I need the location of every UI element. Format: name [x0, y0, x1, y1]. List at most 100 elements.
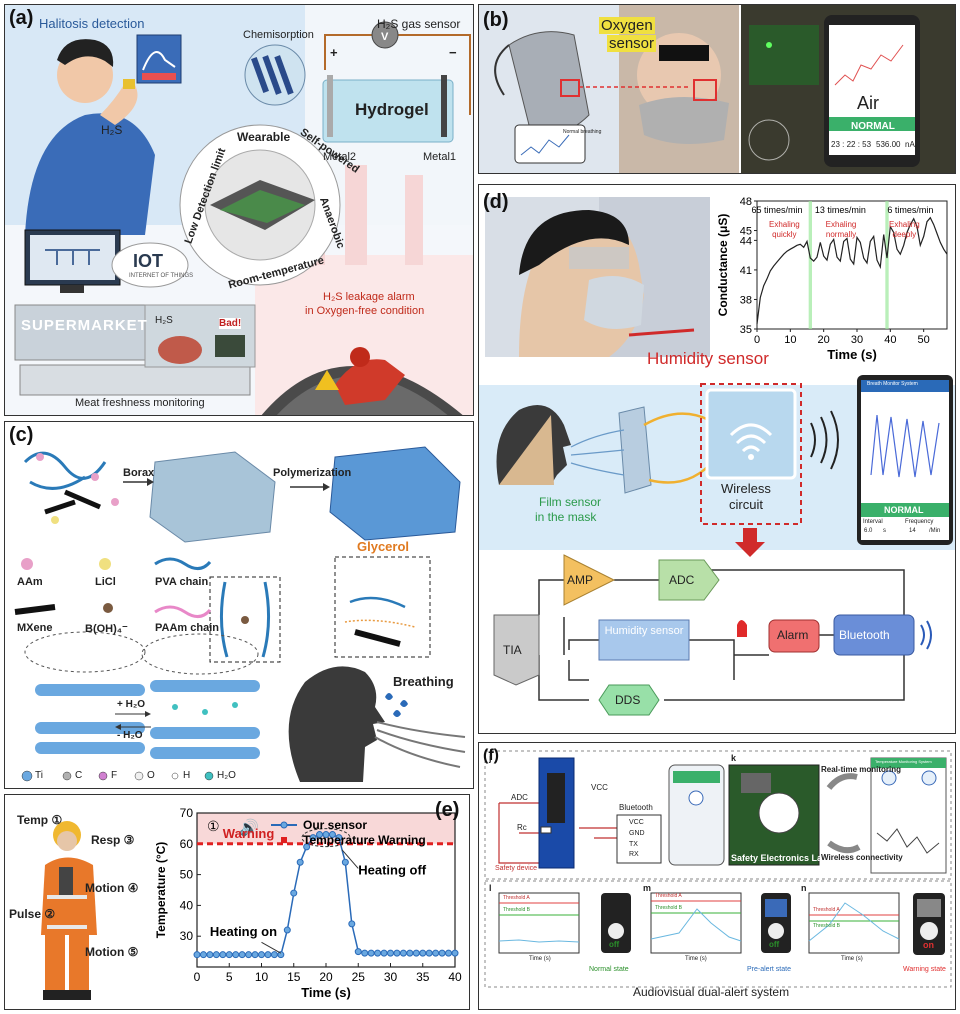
- heating-on-annotation: Heating on: [210, 924, 277, 939]
- highlight-band: [808, 201, 812, 329]
- sensor-point: [451, 949, 459, 957]
- atom-f: F: [111, 770, 118, 781]
- signal-waves: [810, 410, 839, 470]
- firefighter-figure: [335, 359, 405, 405]
- y-tick-label: 35: [740, 324, 752, 336]
- sensor-marker-right: [693, 79, 717, 101]
- sensor-point: [393, 949, 401, 957]
- pin-vcc: VCC: [629, 819, 644, 826]
- current-readout: 536.00: [876, 140, 901, 149]
- y-tick-label: 40: [180, 898, 194, 912]
- sensor-point: [212, 951, 220, 959]
- block-tia-label: TIA: [503, 643, 522, 657]
- sensor-point: [258, 951, 265, 959]
- leak-alarm-line1: H₂S leakage alarm: [323, 291, 415, 303]
- sensor-point: [309, 834, 317, 842]
- plus-h2o-label: + H₂O: [117, 699, 146, 710]
- legend-licl-marker: [99, 558, 111, 570]
- head-silhouette: [288, 666, 385, 782]
- panel-d-label: (d): [483, 191, 509, 213]
- metal1-label: Metal1: [423, 151, 457, 163]
- sensor-marker-left: [560, 79, 580, 97]
- sensor-point: [445, 949, 453, 957]
- humidity-block: [598, 619, 690, 661]
- x-tick-label: 0: [754, 334, 760, 346]
- heating-on-arrow: [261, 941, 282, 954]
- atom-f-marker: [98, 771, 108, 781]
- motion5-label: Motion ⑤: [85, 945, 139, 959]
- pin-gnd: GND: [629, 830, 645, 837]
- normal-state-label: Normal state: [589, 966, 629, 973]
- current-unit: nA: [905, 140, 915, 149]
- legend-aam: AAm: [17, 576, 43, 588]
- atom-c: C: [75, 770, 83, 781]
- film-sensor: [618, 406, 652, 494]
- x-tick-label: 10: [255, 970, 269, 984]
- sensor-point: [270, 951, 278, 959]
- y-tick-label: 45: [740, 226, 752, 238]
- film-sensor-line1: Film sensor: [539, 495, 602, 509]
- metal2-label: Metal2: [323, 151, 357, 163]
- sensor-point: [348, 920, 356, 928]
- x-tick-label: 30: [384, 970, 398, 984]
- exhale-annotation-line2: deeply: [893, 230, 917, 239]
- normal-breathing-label: Normal breathing: [563, 129, 602, 135]
- off-m: off: [769, 940, 780, 949]
- phone-app: [668, 764, 725, 866]
- rate-annotation: 6 times/min: [887, 205, 933, 215]
- mxene-zoom-left: [24, 631, 146, 673]
- atom-o-marker: [134, 771, 144, 781]
- pulse-label: Pulse ②: [9, 907, 56, 921]
- breathing-phone: [514, 124, 586, 164]
- voltmeter: [371, 21, 399, 49]
- time-l: Time (s): [529, 956, 551, 962]
- sub-j: j: [489, 753, 492, 763]
- x-tick-label: 10: [784, 334, 796, 346]
- atom-ti: Ti: [35, 770, 43, 781]
- legend-pva: PVA chain: [155, 576, 209, 588]
- legend-sensor-label: Our sensor: [303, 818, 367, 832]
- sub-l: l: [489, 883, 492, 893]
- meat-freshness-label: Meat freshness monitoring: [75, 397, 205, 409]
- legend-sensor-marker: [280, 821, 288, 829]
- app-frequency-value: 14: [909, 528, 916, 534]
- heating-off-annotation: Heating off: [358, 863, 427, 878]
- sensor-point: [432, 949, 440, 957]
- x-axis-label: Time (s): [827, 347, 877, 362]
- pin-rx: RX: [629, 851, 639, 858]
- legend-paam-marker: [154, 605, 212, 618]
- rc-label: Rc: [517, 823, 527, 832]
- privacy-bar: [659, 45, 709, 61]
- x-axis-label: Time (s): [301, 985, 351, 1000]
- breath-lines: [374, 721, 466, 768]
- x-tick-label: 35: [416, 970, 430, 984]
- x-tick-label: 40: [884, 334, 896, 346]
- x-tick-label: 30: [851, 334, 863, 346]
- panel-f-label: (f): [483, 747, 499, 764]
- x-tick-label: 15: [287, 970, 301, 984]
- y-axis-label: Temperature (°C): [154, 842, 168, 939]
- sensor-point: [361, 949, 369, 957]
- conductance-series: [756, 216, 948, 325]
- dds-block: [598, 684, 660, 716]
- bluetooth-block: [833, 614, 915, 656]
- atom-h2o: H₂O: [217, 770, 236, 781]
- x-tick-label: 25: [352, 970, 366, 984]
- sensor-point: [303, 843, 311, 851]
- exhale-annotation-line1: Exhaling: [826, 220, 857, 229]
- lab-label: Safety Electronics Lab: [731, 853, 828, 863]
- atom-h: H: [183, 770, 191, 781]
- safety-device-label: Safety device: [495, 865, 538, 872]
- block-bluetooth-label: Bluetooth: [839, 628, 890, 642]
- legend-licl: LiCl: [95, 576, 116, 588]
- glycerol-label: Glycerol: [357, 539, 410, 554]
- sensor-point: [296, 858, 304, 866]
- h2s-label-man: H₂S: [101, 123, 123, 137]
- panel-e-label: (e): [435, 799, 460, 821]
- threshold-b-m: Threshold B: [655, 905, 682, 911]
- sensor-point: [380, 949, 388, 957]
- rate-annotation: 65 times/min: [751, 205, 802, 215]
- polymerized-hydrogel: [329, 446, 461, 541]
- panel-b: (b) Oxygen sensor Normal breathing Air N…: [478, 4, 956, 174]
